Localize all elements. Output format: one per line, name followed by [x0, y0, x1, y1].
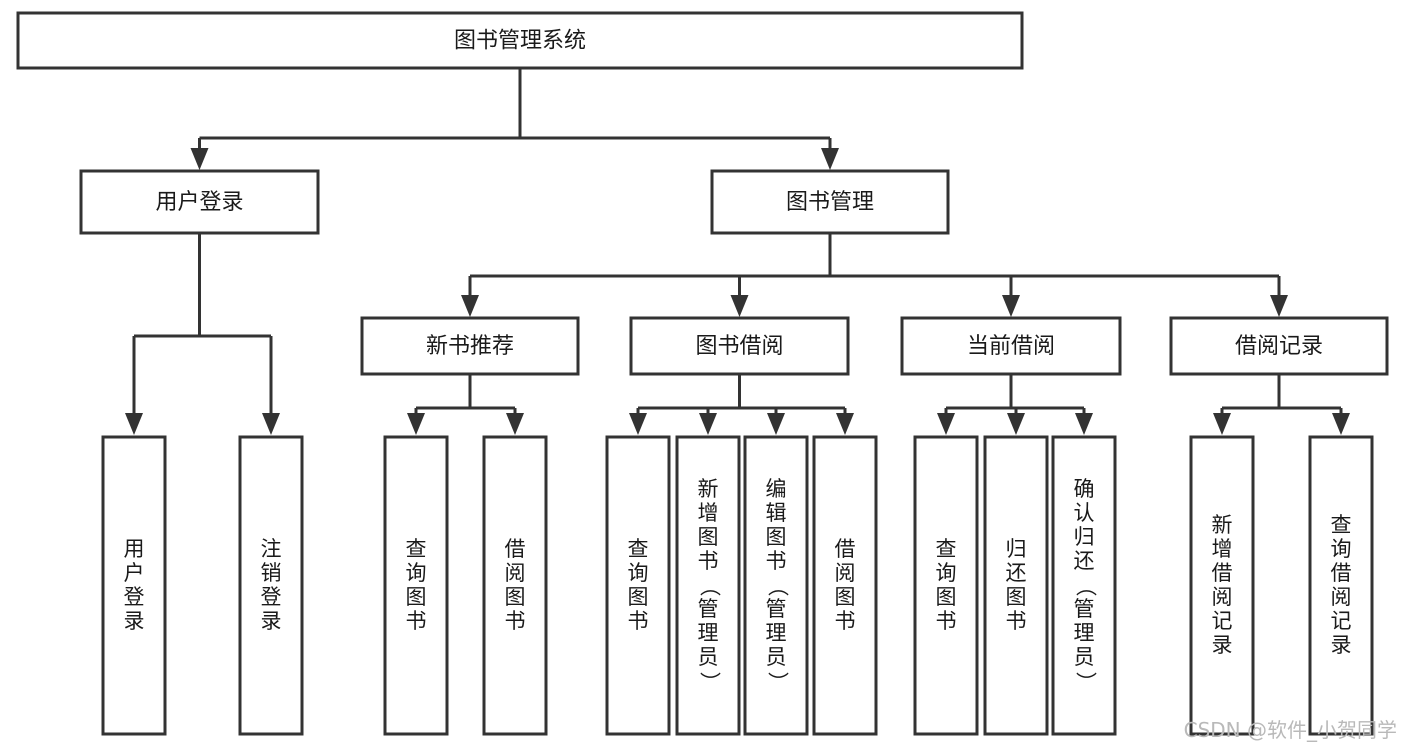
node-box-leaf-query-book-current[interactable]	[913, 435, 979, 736]
node-box-leaf-add-book-admin[interactable]	[675, 435, 741, 736]
arrow-head-icon	[1332, 413, 1350, 435]
node-box-leaf-borrow-book[interactable]	[812, 435, 878, 736]
node-box-leaf-query-book-borrow[interactable]	[605, 435, 671, 736]
arrow-head-icon	[767, 413, 785, 435]
node-box-leaf-logout[interactable]	[238, 435, 304, 736]
arrow-head-icon	[262, 413, 280, 435]
arrow-head-icon	[836, 413, 854, 435]
arrow-head-icon	[1075, 413, 1093, 435]
node-box-leaf-query-book-rec[interactable]	[383, 435, 449, 736]
node-label-borrow-record: 借阅记录	[1235, 334, 1323, 359]
node-box-borrow-record[interactable]	[1169, 316, 1389, 376]
arrow-head-icon	[629, 413, 647, 435]
node-box-book-management[interactable]	[710, 169, 950, 235]
arrow-head-icon	[1213, 413, 1231, 435]
node-label-book-borrow: 图书借阅	[695, 334, 783, 359]
node-label-user-login: 用户登录	[155, 190, 243, 215]
arrow-head-icon	[461, 295, 479, 317]
node-label-book-management: 图书管理	[786, 190, 874, 215]
arrow-head-icon	[506, 413, 524, 435]
node-box-leaf-user-login[interactable]	[101, 435, 167, 736]
node-box-leaf-add-borrow-record[interactable]	[1189, 435, 1255, 736]
node-box-leaf-return-book[interactable]	[983, 435, 1049, 736]
boxes-layer	[16, 11, 1389, 736]
arrow-head-icon	[1007, 413, 1025, 435]
node-label-title: 图书管理系统	[454, 29, 586, 54]
node-label-current-borrow: 当前借阅	[967, 334, 1055, 359]
arrow-head-icon	[937, 413, 955, 435]
arrow-head-icon	[821, 148, 839, 170]
node-label-new-book-recommend: 新书推荐	[426, 334, 514, 359]
node-box-leaf-borrow-book-rec[interactable]	[482, 435, 548, 736]
node-box-leaf-confirm-return-admin[interactable]	[1051, 435, 1117, 736]
node-box-leaf-query-borrow-record[interactable]	[1308, 435, 1374, 736]
node-box-new-book-recommend[interactable]	[360, 316, 580, 376]
connectors-layer	[125, 68, 1350, 435]
arrow-head-icon	[730, 295, 749, 317]
node-box-leaf-edit-book-admin[interactable]	[743, 435, 809, 736]
node-box-current-borrow[interactable]	[900, 316, 1122, 376]
arrow-head-icon	[1270, 295, 1288, 317]
arrow-head-icon	[190, 148, 209, 170]
arrow-head-icon	[407, 413, 425, 435]
arrow-head-icon	[699, 413, 717, 435]
arrow-head-icon	[125, 413, 143, 435]
node-box-title[interactable]	[16, 11, 1024, 70]
node-box-user-login[interactable]	[79, 169, 320, 235]
arrow-head-icon	[1002, 295, 1020, 317]
node-box-book-borrow[interactable]	[629, 316, 850, 376]
